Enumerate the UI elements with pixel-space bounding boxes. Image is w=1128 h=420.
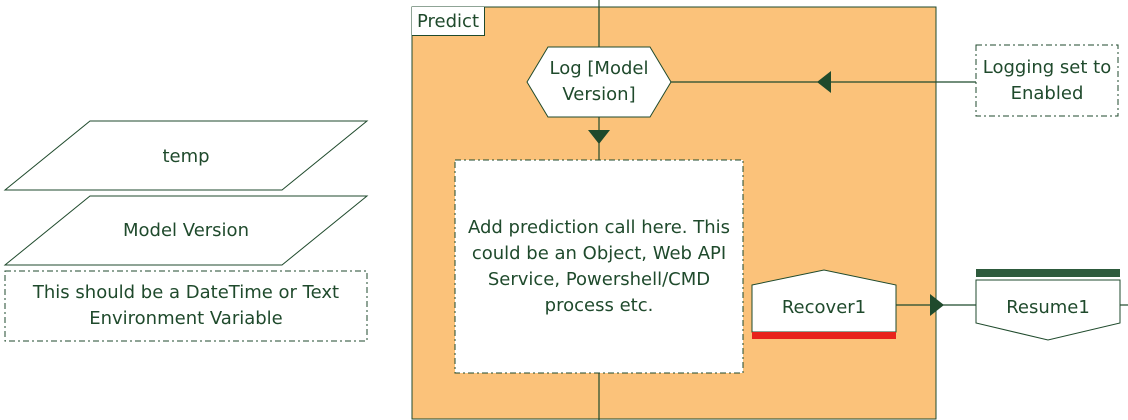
data-item-temp-label: temp: [162, 146, 210, 167]
recover-label: Recover1: [781, 297, 867, 318]
logging-note-box[interactable]: [975, 44, 1119, 117]
logging-note-label: Logging set to Enabled: [982, 56, 1112, 104]
resume-status-bar: [976, 269, 1120, 277]
arrow-down-icon: [588, 130, 610, 144]
recover-shape[interactable]: [751, 269, 897, 333]
data-item-model-version-shape[interactable]: [3, 195, 369, 266]
recover-status-bar: [752, 332, 896, 339]
data-note-box[interactable]: [4, 270, 368, 342]
resume-shape[interactable]: [975, 279, 1121, 341]
arrow-right-icon: [930, 294, 944, 316]
log-action-label: Log [Model Version]: [549, 58, 649, 105]
data-note-label: This should be a DateTime or Text Enviro…: [32, 282, 340, 329]
data-item-model-version-label: Model Version: [123, 220, 249, 241]
stage-title: Predict: [412, 7, 485, 36]
prediction-note-box[interactable]: [454, 159, 744, 374]
data-item-temp-shape[interactable]: [3, 120, 369, 191]
resume-label: Resume1: [1006, 297, 1090, 318]
prediction-note-label: Add prediction call here. This could be …: [467, 216, 731, 316]
log-action-shape[interactable]: [526, 46, 672, 118]
arrow-left-icon: [817, 71, 831, 93]
